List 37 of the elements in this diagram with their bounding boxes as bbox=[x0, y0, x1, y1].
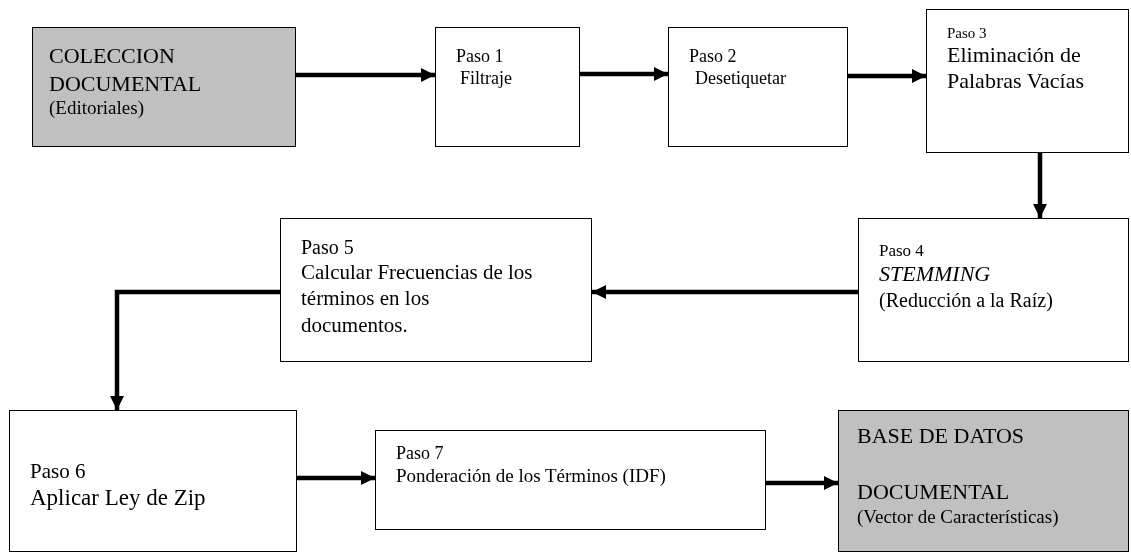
box-text: Eliminación de Palabras Vacías bbox=[947, 42, 1086, 95]
box-heading: Paso 1 bbox=[456, 46, 504, 68]
process-box bbox=[858, 218, 1129, 362]
arrow bbox=[297, 471, 375, 485]
process-box bbox=[926, 9, 1129, 153]
box-text: Aplicar Ley de Zip bbox=[30, 484, 206, 512]
box-heading: Paso 3 bbox=[947, 24, 987, 42]
box-text: Filtraje bbox=[460, 67, 512, 90]
process-box bbox=[9, 410, 297, 552]
box-text: (Editoriales) bbox=[49, 97, 144, 120]
box-heading: Paso 7 bbox=[396, 443, 444, 465]
box-text: Ponderación de los Términos (IDF) bbox=[396, 464, 666, 488]
box-text: (Vector de Características) bbox=[857, 505, 1059, 529]
arrow bbox=[1033, 153, 1047, 218]
box-text: STEMMING bbox=[879, 261, 991, 288]
process-box bbox=[280, 218, 592, 362]
arrow bbox=[848, 69, 926, 83]
box-heading: Paso 4 bbox=[879, 241, 924, 262]
box-heading: Paso 5 bbox=[301, 235, 354, 259]
box-heading: COLECCION DOCUMENTAL bbox=[49, 42, 203, 97]
process-box bbox=[375, 430, 766, 530]
box-heading: BASE DE DATOS bbox=[857, 423, 1025, 450]
box-heading: Paso 2 bbox=[689, 46, 737, 68]
box-text: DOCUMENTAL bbox=[857, 479, 1010, 506]
box-text: Calcular Frecuencias de los términos en los documentos. bbox=[301, 259, 534, 338]
arrow bbox=[296, 68, 435, 82]
box-text: (Reducción a la Raíz) bbox=[879, 287, 1053, 312]
process-box bbox=[668, 27, 848, 147]
process-box bbox=[838, 410, 1129, 552]
arrow bbox=[766, 476, 838, 490]
box-text: Desetiquetar bbox=[695, 67, 786, 90]
arrow bbox=[110, 289, 280, 410]
process-box bbox=[435, 27, 580, 147]
box-heading: Paso 6 bbox=[30, 459, 86, 485]
arrow bbox=[580, 67, 668, 81]
process-box bbox=[32, 27, 296, 147]
arrow bbox=[592, 285, 858, 299]
